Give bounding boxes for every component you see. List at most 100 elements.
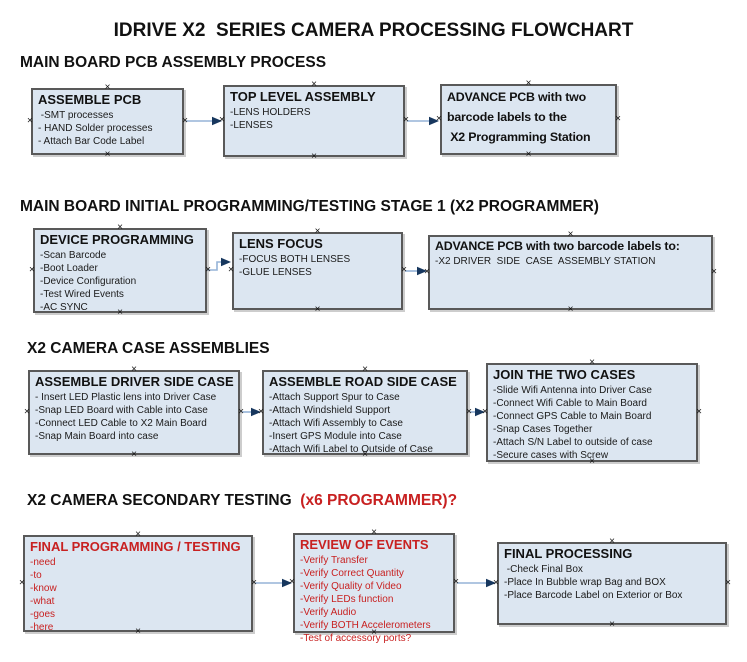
box-item: -Verify Correct Quantity (300, 567, 404, 579)
connection-handle-icon: × (609, 619, 615, 630)
box-item: -Snap Cases Together (493, 423, 593, 435)
box-item: -SMT processes (38, 109, 114, 121)
box-item: -Connect LED Cable to X2 Main Board (35, 417, 207, 429)
box-item: -X2 DRIVER SIDE CASE ASSEMBLY STATION (435, 256, 656, 268)
box-items: -Check Final Box-Place In Bubble wrap Ba… (504, 563, 720, 602)
box-item: -Attach S/N Label to outside of case (493, 436, 653, 448)
box-item: -Attach Wifi Assembly to Case (269, 417, 403, 429)
connection-handle-icon: × (251, 577, 257, 588)
section-heading-initial-programming: MAIN BOARD INITIAL PROGRAMMING/TESTING S… (20, 198, 599, 215)
box-item: -Snap LED Board with Cable into Case (35, 404, 208, 416)
box-item: -Verify LEDs function (300, 593, 394, 605)
box-item: -Check Final Box (504, 563, 583, 575)
box-item: -what (30, 595, 55, 607)
connection-handle-icon: × (205, 264, 211, 275)
process-box-assemble-pcb: ASSEMBLE PCB -SMT processes- HAND Solder… (27, 83, 188, 160)
box-item: -Insert GPS Module into Case (269, 430, 402, 442)
process-box-lens-focus: LENS FOCUS -FOCUS BOTH LENSES-GLUE LENSE… (228, 227, 407, 315)
box-items: -Verify Transfer-Verify Correct Quantity… (300, 554, 448, 645)
connection-handle-icon: × (567, 304, 574, 315)
process-box-device-programming: DEVICE PROGRAMMING -Scan Barcode-Boot Lo… (29, 223, 211, 318)
box-title: ASSEMBLE ROAD SIDE CASE (269, 374, 457, 389)
box-items: -Attach Support Spur to Case-Attach Wind… (269, 391, 461, 456)
heading-red-part: (x6 PROGRAMMER)? (296, 492, 458, 509)
connection-handle-icon: × (19, 577, 25, 588)
box-items: -FOCUS BOTH LENSES-GLUE LENSES (239, 253, 396, 279)
box-item: -Test of accessory ports? (300, 632, 412, 644)
box-item: -Attach Wifi Label to Outside of Case (269, 443, 433, 455)
box-item: -need (30, 556, 56, 568)
box-title: FINAL PROCESSING (504, 546, 633, 561)
connection-handle-icon: × (696, 406, 702, 417)
arrow-driver-case-to-road-case (242, 407, 261, 417)
box-title: DEVICE PROGRAMMING (40, 232, 194, 247)
connection-handle-icon: × (24, 406, 30, 417)
section-heading-secondary-testing: X2 CAMERA SECONDARY TESTING (x6 PROGRAMM… (27, 492, 457, 510)
connection-handle-icon: × (29, 264, 35, 275)
connection-handle-icon: × (311, 151, 317, 162)
arrow-top-level-to-advance-pcb (407, 116, 439, 126)
box-title: ADVANCE PCB with two barcode labels to t… (447, 90, 591, 144)
connection-handle-icon: × (725, 577, 731, 588)
arrow-review-to-final-processing (457, 578, 496, 588)
box-item: -Secure cases with Screw (493, 449, 609, 461)
connection-handle-icon: × (615, 113, 621, 124)
connection-handle-icon: × (436, 113, 442, 124)
box-item: - Insert LED Plastic lens into Driver Ca… (35, 391, 217, 403)
process-box-final-processing: FINAL PROCESSING -Check Final Box-Place … (493, 537, 731, 630)
box-item: -Scan Barcode (40, 249, 107, 261)
connection-handle-icon: × (401, 264, 407, 276)
box-item: -LENSES (230, 119, 273, 131)
box-item: -Verify Transfer (300, 554, 368, 566)
box-items: -Slide Wifi Antenna into Driver Case -Con… (493, 384, 691, 462)
box-item: -Connect GPS Cable to Main Board (493, 410, 652, 422)
process-box-advance-pcb-programming-station: ADVANCE PCB with two barcode labels to t… (436, 79, 621, 160)
box-item: -Attach Support Spur to Case (269, 391, 400, 403)
connection-handle-icon: × (525, 149, 532, 160)
connection-handle-icon: × (182, 115, 188, 126)
connection-handle-icon: × (131, 449, 137, 460)
box-item: -goes (30, 608, 56, 620)
box-item: -know (30, 582, 57, 594)
box-item: -Test Wired Events (40, 288, 124, 300)
section-heading-case-assemblies: X2 CAMERA CASE ASSEMBLIES (27, 340, 270, 357)
arrow-lens-focus-to-advance-pcb (405, 266, 427, 276)
connection-handle-icon: × (314, 304, 321, 315)
process-box-review-of-events: REVIEW OF EVENTS -Verify Transfer-Verify… (289, 528, 459, 644)
connection-handle-icon: × (27, 115, 33, 126)
connection-handle-icon: × (219, 114, 225, 126)
process-box-advance-pcb-driver-side: ADVANCE PCB with two barcode labels to: … (424, 230, 717, 315)
connection-handle-icon: × (493, 577, 499, 588)
box-title: ASSEMBLE DRIVER SIDE CASE (35, 374, 234, 389)
box-item: -Slide Wifi Antenna into Driver Case (493, 384, 652, 396)
box-title: FINAL PROGRAMMING / TESTING (30, 539, 241, 554)
box-items: - Insert LED Plastic lens into Driver Ca… (35, 391, 233, 443)
box-items: -SMT processes- HAND Solder processes- A… (38, 109, 177, 148)
connection-handle-icon: × (289, 576, 295, 588)
connection-handle-icon: × (482, 406, 488, 417)
connection-handle-icon: × (403, 114, 409, 126)
box-item: -FOCUS BOTH LENSES (239, 253, 351, 265)
box-item: -AC SYNC (40, 301, 88, 313)
box-title: LENS FOCUS (239, 236, 323, 251)
box-item: -Snap Main Board into case (35, 430, 159, 442)
section-heading-pcb-assembly: MAIN BOARD PCB ASSEMBLY PROCESS (20, 54, 327, 71)
connection-handle-icon: × (258, 406, 264, 417)
process-box-join-the-two-cases: JOIN THE TWO CASES -Slide Wifi Antenna i… (482, 358, 702, 467)
box-items: -X2 DRIVER SIDE CASE ASSEMBLY STATION (435, 255, 706, 268)
box-items: -Scan Barcode-Boot Loader-Device Configu… (40, 249, 200, 314)
connection-handle-icon: × (466, 406, 472, 417)
box-items: -need-to-know-what-goes-here (30, 556, 246, 634)
box-item: -GLUE LENSES (239, 266, 312, 278)
box-item: -Place In Bubble wrap Bag and BOX (504, 576, 666, 588)
process-box-assemble-driver-side-case: ASSEMBLE DRIVER SIDE CASE - Insert LED P… (24, 365, 244, 460)
box-items: -LENS HOLDERS-LENSES (230, 106, 398, 132)
arrow-assemble-pcb-to-top-level (186, 116, 222, 126)
process-box-assemble-road-side-case: ASSEMBLE ROAD SIDE CASE -Attach Support … (258, 365, 472, 460)
box-title: ADVANCE PCB with two barcode labels to: (435, 239, 680, 253)
box-item: -Boot Loader (40, 262, 98, 274)
process-box-final-programming-testing: FINAL PROGRAMMING / TESTING -need-to-kno… (19, 530, 257, 637)
box-item: -Verify Quality of Video (300, 580, 402, 592)
box-item: -Verify Audio (300, 606, 357, 618)
